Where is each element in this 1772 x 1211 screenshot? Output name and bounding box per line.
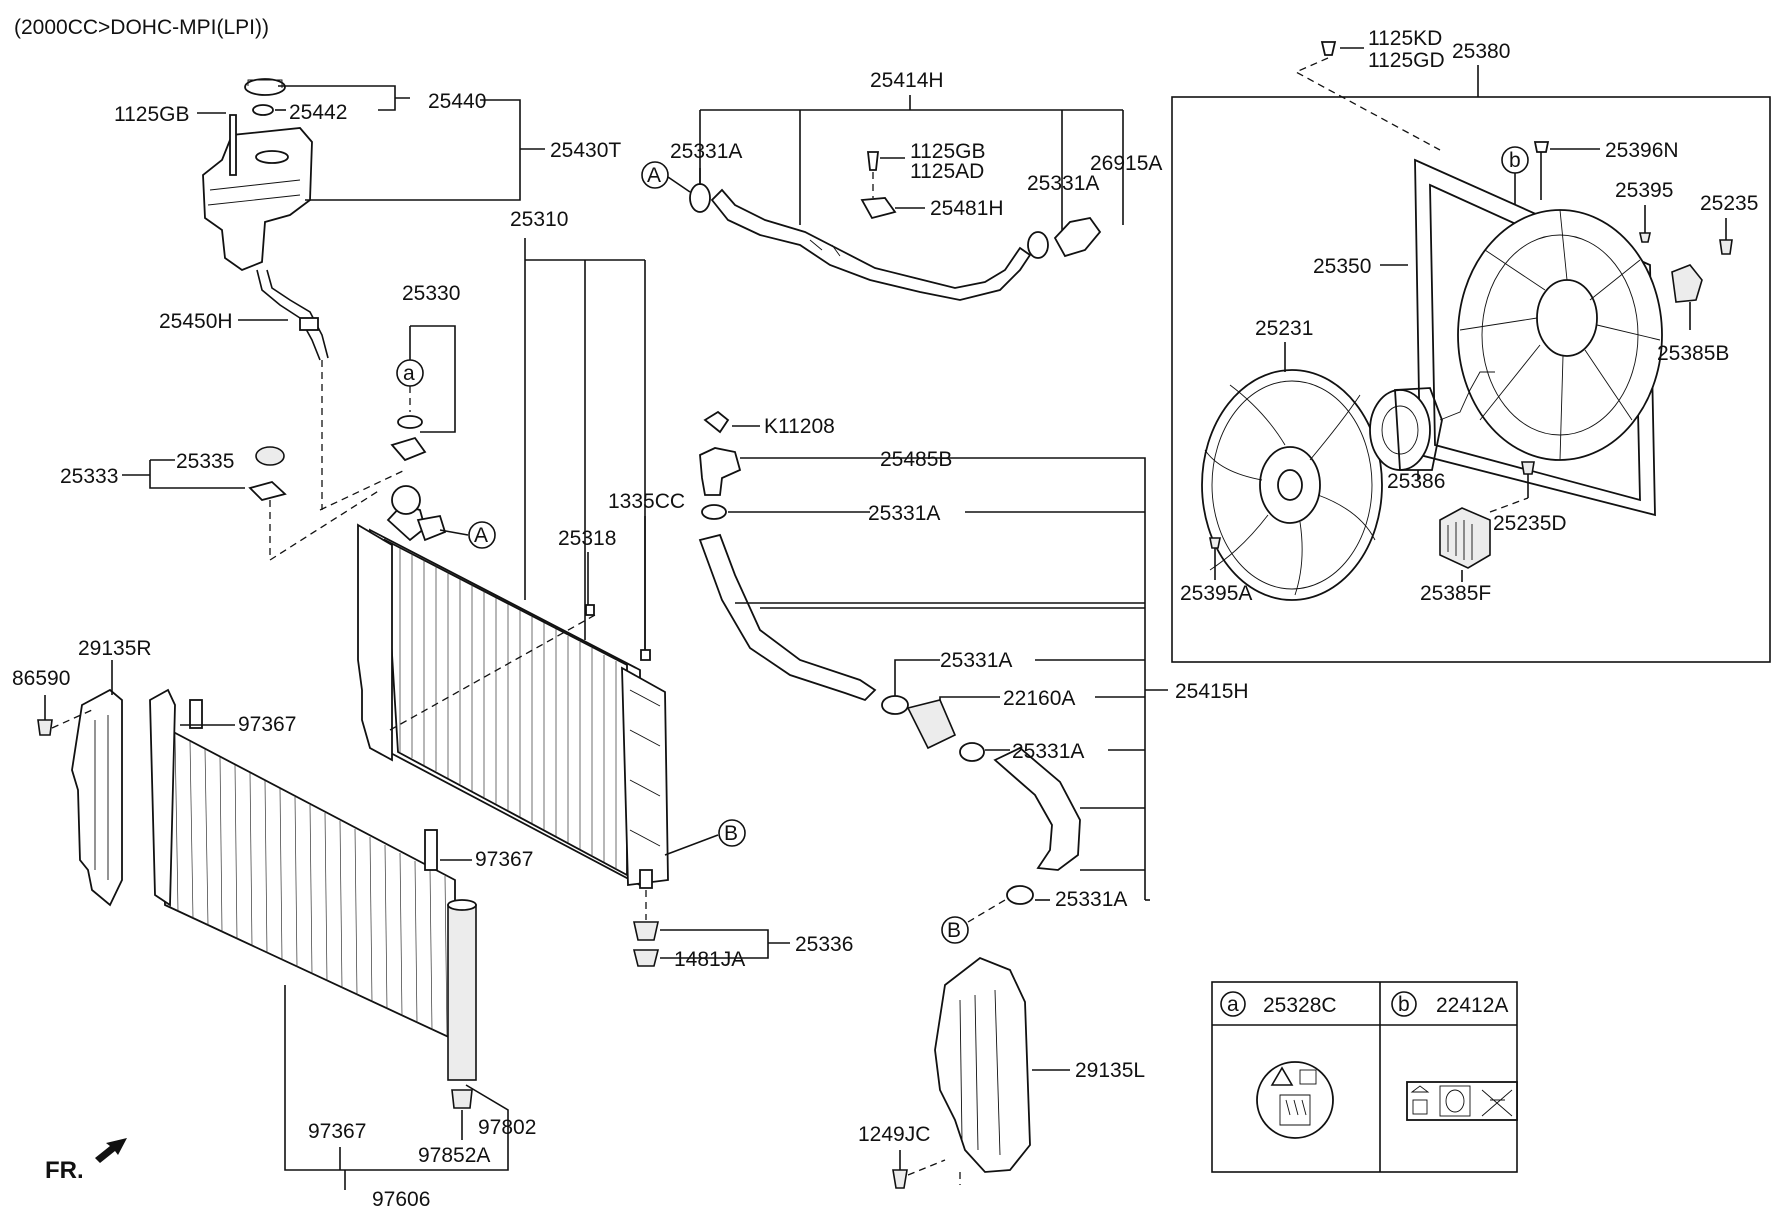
label-25450H: 25450H — [159, 310, 233, 333]
callout-A-radiator: A — [474, 524, 488, 547]
label-25385B: 25385B — [1657, 342, 1729, 365]
legend-b-warning-label-icon — [1406, 1081, 1518, 1121]
label-1249JC: 1249JC — [858, 1123, 930, 1146]
label-29135R: 29135R — [78, 637, 152, 660]
label-25481H: 25481H — [930, 197, 1004, 220]
fan-shroud-drawing — [1414, 158, 1663, 517]
fan-motor-drawing — [1369, 371, 1495, 471]
label-25395A: 25395A — [1180, 582, 1252, 605]
hose-elbow-drawing — [699, 447, 742, 496]
label-25331A-5: 25331A — [1012, 740, 1084, 763]
label-22160A: 22160A — [1003, 687, 1075, 710]
legend-b-part: 22412A — [1436, 994, 1508, 1017]
legend-a-key-circle — [1220, 991, 1246, 1017]
label-25330: 25330 — [402, 282, 460, 305]
label-K11208: K11208 — [764, 415, 835, 438]
legend-table — [1211, 981, 1518, 1173]
label-97367-c: 97367 — [308, 1120, 366, 1143]
label-25430T: 25430T — [550, 139, 621, 162]
label-25350: 25350 — [1313, 255, 1371, 278]
engine-note: (2000CC>DOHC-MPI(LPI)) — [14, 16, 269, 39]
label-25336: 25336 — [795, 933, 853, 956]
label-25331A-6: 25331A — [1055, 888, 1127, 911]
label-25395: 25395 — [1615, 179, 1673, 202]
legend-a-warning-label-icon — [1256, 1061, 1334, 1139]
label-25396N: 25396N — [1605, 139, 1679, 162]
label-1125GD: 1125GD — [1368, 49, 1445, 72]
label-25231: 25231 — [1255, 317, 1313, 340]
label-25485B: 25485B — [880, 448, 952, 471]
label-25235: 25235 — [1700, 192, 1758, 215]
callout-A-hose-circle — [641, 161, 669, 189]
label-25235D: 25235D — [1493, 512, 1567, 535]
label-25333: 25333 — [60, 465, 118, 488]
label-25442: 25442 — [289, 101, 347, 124]
label-29135L: 29135L — [1075, 1059, 1145, 1082]
label-25380: 25380 — [1452, 40, 1510, 63]
front-arrow-icon — [95, 1138, 127, 1163]
label-97367-a: 97367 — [238, 713, 296, 736]
legend-a-part: 25328C — [1263, 994, 1337, 1017]
resistor-drawing — [1439, 507, 1491, 569]
radiator-drawing — [357, 485, 669, 889]
label-25414H: 25414H — [870, 69, 944, 92]
label-25331A-3: 25331A — [868, 502, 940, 525]
callout-a-top: a — [403, 362, 415, 385]
air-guard-left-drawing — [934, 956, 1031, 1173]
reservoir-tank-drawing — [202, 78, 329, 361]
lower-hose-drawing — [698, 533, 1081, 871]
label-1125KD: 1125KD — [1368, 27, 1442, 50]
fan-assembly-frame — [1171, 96, 1771, 663]
callout-B-radiator: B — [724, 822, 738, 845]
label-1125GB-mid: 1125GB — [910, 140, 986, 163]
fan-blade-drawing — [1201, 369, 1383, 601]
label-1125GB-top: 1125GB — [114, 103, 190, 126]
air-guard-right-drawing — [71, 688, 123, 907]
label-25331A-4: 25331A — [940, 649, 1012, 672]
k11208-clip-drawing — [703, 410, 730, 434]
label-26915A: 26915A — [1090, 152, 1162, 175]
callout-A-radiator-circle — [468, 521, 496, 549]
upper-hose-drawing — [689, 183, 1102, 301]
label-97606: 97606 — [372, 1188, 430, 1211]
legend-b-key-circle — [1391, 991, 1417, 1017]
label-25331A-1: 25331A — [670, 140, 742, 163]
label-25385F: 25385F — [1420, 582, 1491, 605]
label-25415H: 25415H — [1175, 680, 1249, 703]
label-25310: 25310 — [510, 208, 568, 231]
label-86590: 86590 — [12, 667, 70, 690]
label-25331A-2: 25331A — [1027, 172, 1099, 195]
legend-a-key: a — [1227, 993, 1239, 1016]
callout-b-fan: b — [1509, 149, 1521, 172]
label-97852A: 97852A — [418, 1144, 490, 1167]
label-1335CC: 1335CC — [608, 490, 685, 513]
callout-A-hose: A — [647, 164, 661, 187]
label-25386: 25386 — [1387, 470, 1445, 493]
callout-B-radiator-circle — [718, 819, 746, 847]
legend-b-key: b — [1398, 993, 1410, 1016]
label-25335: 25335 — [176, 450, 234, 473]
callout-B-hose: B — [947, 919, 961, 942]
label-25440: 25440 — [428, 90, 486, 113]
label-97367-b: 97367 — [475, 848, 533, 871]
condenser-drawing — [149, 688, 477, 1109]
label-1125AD: 1125AD — [910, 160, 984, 183]
label-25318: 25318 — [558, 527, 616, 550]
label-1481JA: 1481JA — [674, 948, 745, 971]
callout-B-hose-circle — [941, 916, 969, 944]
front-label: FR. — [45, 1157, 84, 1184]
